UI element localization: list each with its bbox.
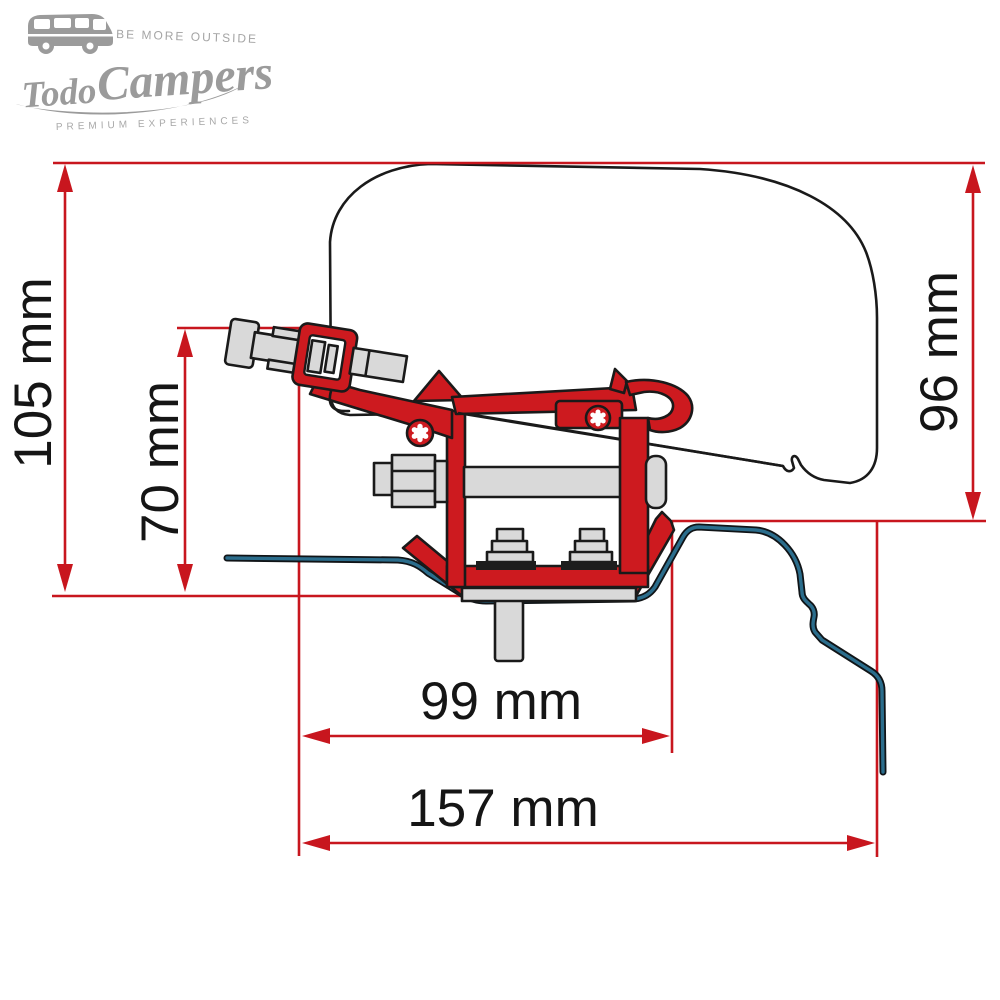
- torx-lobe-icon: [590, 412, 596, 418]
- torx-lobe-icon: [595, 409, 601, 415]
- bracket-peak: [412, 369, 466, 403]
- dimension-label-99: 99 mm: [420, 672, 582, 731]
- torx-lobe-icon: [422, 433, 429, 439]
- dimension-label-157: 157 mm: [407, 779, 598, 838]
- dimension-label-70: 70 mm: [131, 381, 190, 543]
- t-bolt-plate: [561, 561, 617, 570]
- brand-logo: BE MORE OUTSIDE Todo Campers PREMIUM EXP…: [16, 14, 275, 133]
- t-bolt-left: [476, 527, 536, 570]
- bolt-collar: [433, 459, 449, 504]
- bracket-hook: [624, 378, 694, 434]
- arrowhead-up-icon: [965, 165, 981, 193]
- clamp-insert-b: [323, 343, 340, 375]
- van-window: [54, 18, 71, 28]
- logo-tagline-top: BE MORE OUTSIDE: [116, 27, 258, 46]
- van-windshield: [93, 19, 106, 30]
- arrowhead-right-icon: [847, 835, 875, 851]
- bolt-hex-nut: [390, 453, 437, 509]
- torx-screw-right: [584, 404, 612, 432]
- dimension-96mm: 96 mm: [910, 165, 981, 520]
- torx-lobe-icon: [600, 418, 606, 424]
- t-bolt-base: [568, 550, 614, 564]
- torx-lobe-icon: [411, 433, 418, 439]
- t-bolt-right: [561, 527, 617, 570]
- arrowhead-right-icon: [642, 728, 670, 744]
- clamp-shaft-divider: [364, 350, 371, 377]
- rail-hook-line: [328, 389, 351, 413]
- torx-lobe-icon: [411, 427, 418, 433]
- torx-lobe-icon: [422, 427, 429, 433]
- arrowhead-up-icon: [57, 164, 73, 192]
- torx-lobe-icon: [600, 412, 606, 418]
- clamp-insert-a: [306, 338, 327, 375]
- torx-lobe-icon: [417, 423, 423, 430]
- van-stripe: [28, 34, 113, 37]
- bolt-shaft: [462, 465, 626, 499]
- van-icon: [28, 14, 113, 54]
- t-bolt-base: [485, 550, 535, 564]
- logo-name-part2: Campers: [95, 46, 274, 111]
- torx-screw-left: [405, 418, 435, 448]
- van-wheel-hub: [42, 42, 50, 50]
- adapter-bracket: [223, 317, 784, 663]
- arrowhead-down-icon: [965, 492, 981, 520]
- dimension-157mm: 157 mm: [302, 779, 875, 851]
- dimension-label-105: 105 mm: [4, 277, 63, 468]
- clamp-shaft-right: [348, 346, 409, 384]
- arrowhead-left-icon: [302, 728, 330, 744]
- arrowhead-left-icon: [302, 835, 330, 851]
- torx-lobe-icon: [595, 421, 601, 427]
- arrowhead-down-icon: [57, 564, 73, 592]
- bolt-head: [372, 461, 394, 497]
- dimension-label-96: 96 mm: [910, 271, 969, 433]
- rail-clamp-assembly: [223, 317, 409, 393]
- torx-lobe-icon: [590, 418, 596, 424]
- logo-tagline-bottom: PREMIUM EXPERIENCES: [56, 115, 253, 133]
- arrowhead-down-icon: [177, 564, 193, 592]
- dimension-99mm: 99 mm: [302, 672, 670, 744]
- arrowhead-up-icon: [177, 329, 193, 357]
- mounting-tab: [493, 598, 525, 663]
- van-window: [34, 19, 50, 29]
- dimension-70mm: 70 mm: [131, 329, 193, 592]
- dimension-105mm: 105 mm: [4, 164, 73, 592]
- bracket-right-wall: [618, 416, 650, 575]
- logo-wordmark: Todo Campers: [20, 46, 274, 116]
- adapter-plate: [460, 586, 638, 603]
- bolt-end-cap: [644, 454, 668, 510]
- van-window: [75, 18, 89, 28]
- van-wheel-hub: [86, 42, 94, 50]
- t-bolt-plate: [476, 561, 536, 570]
- logo-name-part1: Todo: [20, 70, 97, 116]
- torx-lobe-icon: [417, 436, 423, 443]
